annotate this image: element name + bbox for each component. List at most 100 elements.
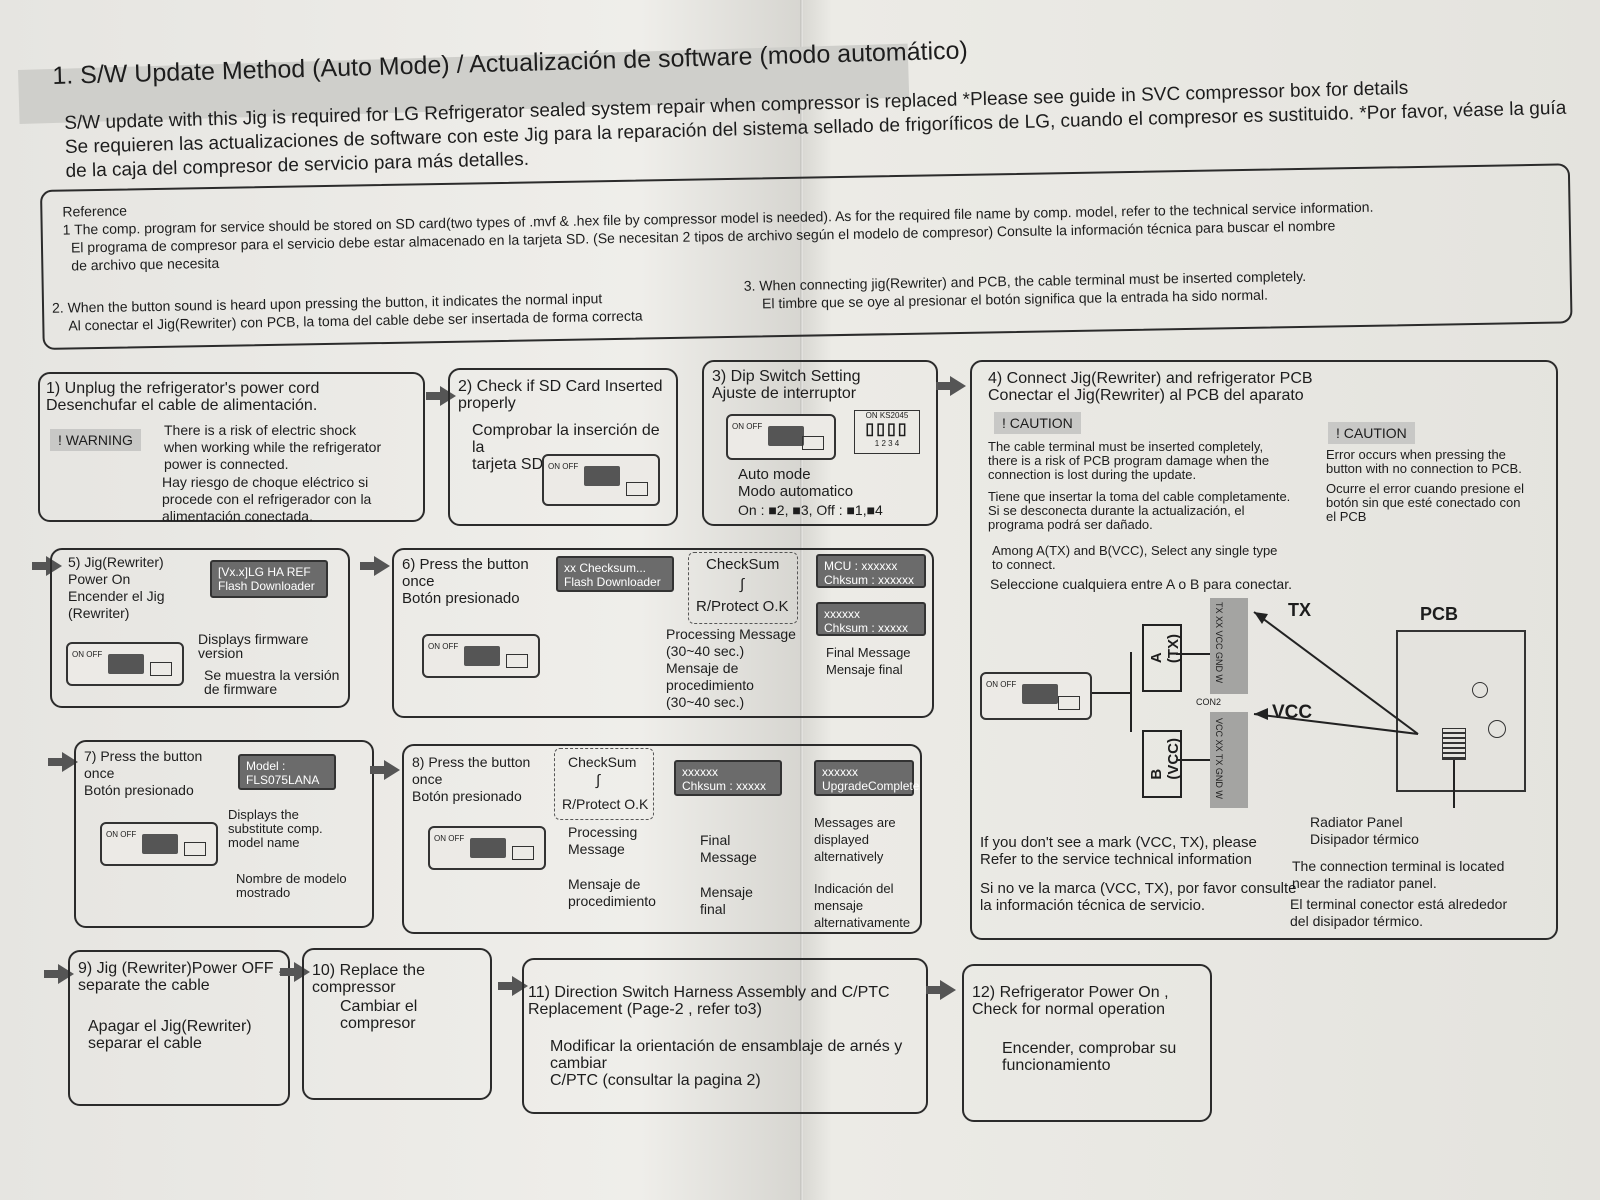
dip-switch-numbers: 1 2 3 4 <box>874 439 900 448</box>
step-6-rprotect: R/Protect O.K <box>696 598 789 615</box>
pcb-header-1-pins: TX XX VCC GND W <box>1214 602 1224 684</box>
caution-2-en: Error occurs when pressing the button wi… <box>1326 447 1522 476</box>
step-5-en: Displays firmware version <box>198 631 309 661</box>
step-3-mode: Auto mode Modo automatico <box>738 466 854 500</box>
step-5-es: Se muestra la versión de firmware <box>204 667 340 697</box>
on-off-switch-label: ON OFF <box>72 650 103 659</box>
step-6-processing: Processing Message (30~40 sec.) Mensaje … <box>666 626 796 710</box>
step-12-es: Encender, comprobar su funcionamiento <box>1002 1040 1177 1074</box>
reference-label: Reference <box>62 202 128 220</box>
pcb-board <box>1396 630 1526 792</box>
on-off-switch-label: ON OFF <box>732 422 763 431</box>
step-7-lcd: Model : FLS075LANA <box>238 754 336 790</box>
pcb-circle <box>1488 720 1506 738</box>
step-8-rprotect: R/Protect O.K <box>562 796 649 812</box>
pcb-header-2 <box>1210 712 1248 808</box>
arrow-11-12 <box>926 980 956 1000</box>
no-mark-es: Si no ve la marca (VCC, TX), por favor c… <box>980 880 1297 914</box>
step-6-lcd-3: xxxxxx Chksum : xxxxx <box>816 602 926 636</box>
step-1-warning-en: There is a risk of electric shock when w… <box>164 422 382 472</box>
on-off-switch-label: ON OFF <box>548 462 579 471</box>
pcb-label: PCB <box>1420 604 1459 624</box>
step-9-heading: 9) Jig (Rewriter)Power OFF , separate th… <box>78 960 283 994</box>
pcb-header-2-pins: VCC XX TX GND W <box>1214 718 1224 799</box>
step-7-en: Displays the substitute comp. model name <box>228 807 323 850</box>
step-8-lcd-1: xxxxxx Chksum : xxxxx <box>674 760 782 796</box>
step-8-final: Final Message <box>700 832 757 865</box>
step-8-final-es: Mensaje final <box>700 884 753 917</box>
radiator-label: Radiator Panel Disipador térmico <box>1310 814 1419 847</box>
cable-line <box>1092 692 1132 694</box>
caution-2-es: Ocurre el error cuando presione el botón… <box>1326 481 1524 524</box>
step-8-lcd-2: xxxxxx UpgradeComplete <box>814 760 919 796</box>
step-2-box: 2) Check if SD Card Inserted properly Co… <box>448 368 678 526</box>
connector-icon <box>506 654 528 668</box>
arrow-8-9 <box>44 964 74 984</box>
step-10-heading: 10) Replace the compressor <box>312 962 425 996</box>
cable-line <box>1130 652 1132 732</box>
step-7-box: 7) Press the button once Botón presionad… <box>74 740 374 928</box>
step-8-alt: Messages are displayed alternatively <box>814 815 896 864</box>
step-8-box: 8) Press the button once Botón presionad… <box>402 744 922 934</box>
step-10-es: Cambiar el compresor <box>340 998 418 1032</box>
on-off-switch-label: ON OFF <box>434 834 465 843</box>
jig-screen <box>1022 684 1058 704</box>
step-9-box: 9) Jig (Rewriter)Power OFF , separate th… <box>68 950 290 1106</box>
jig-screen <box>584 466 620 486</box>
step-9-es: Apagar el Jig(Rewriter) separar el cable <box>88 1018 252 1052</box>
paper-fold <box>800 0 803 1200</box>
con2-label: CON2 <box>1196 697 1222 707</box>
arrow-7-8 <box>370 760 400 780</box>
on-off-switch-label: ON OFF <box>986 680 1017 689</box>
step-5-lcd: [Vx.x]LG HA REF Flash Downloader <box>210 560 328 598</box>
step-6-processing-frame <box>688 552 798 624</box>
warning-badge: ! WARNING <box>50 429 141 451</box>
step-6-box: 6) Press the button once Botón presionad… <box>392 548 934 718</box>
step-6-lcd-2: MCU : xxxxxx Chksum : xxxxxx <box>816 554 926 588</box>
step-7-heading: 7) Press the button once Botón presionad… <box>84 748 203 798</box>
arrow-5-6 <box>360 556 390 576</box>
step-6-heading: 6) Press the button once Botón presionad… <box>402 556 529 607</box>
on-off-switch-label: ON OFF <box>106 830 137 839</box>
step-4-among: Among A(TX) and B(VCC), Select any singl… <box>992 543 1278 572</box>
connector-b <box>1142 730 1182 798</box>
jig-screen <box>108 654 144 674</box>
caution-1-en: The cable terminal must be inserted comp… <box>988 439 1270 482</box>
dip-switch-icon: ON KS2045 ▯▯▯▯ 1 2 3 4 <box>854 410 920 454</box>
step-8-proc: Processing Message <box>568 824 638 857</box>
jig-device: ON OFF <box>422 634 540 678</box>
arrow-3-4 <box>936 376 966 396</box>
jig-device: ON OFF <box>428 826 546 870</box>
arrow-10-11 <box>498 976 528 996</box>
terminal-en: The connection terminal is located near … <box>1292 858 1505 891</box>
step-8-processing-frame <box>554 748 654 820</box>
step-7-es: Nombre de modelo mostrado <box>236 871 347 900</box>
jig-screen <box>768 426 804 446</box>
step-1-warning-es: Hay riesgo de choque eléctrico si proced… <box>162 474 372 524</box>
tx-label: TX <box>1288 600 1312 620</box>
on-off-switch-label: ON OFF <box>428 642 459 651</box>
pcb-header-1 <box>1210 598 1248 694</box>
jig-device: ON OFF <box>66 642 184 686</box>
step-5-box: 5) Jig(Rewriter) Power On Encender el Ji… <box>50 548 350 708</box>
pcb-circle <box>1472 682 1488 698</box>
step-2-es: Comprobar la inserción de la tarjeta SD <box>472 422 660 473</box>
caution-badge-1: ! CAUTION <box>994 412 1081 434</box>
jig-screen <box>470 838 506 858</box>
step-3-setting: On : ■2, ■3, Off : ■1,■4 <box>738 502 883 518</box>
reference-1-es-2: de archivo que necesita <box>71 254 220 274</box>
jig-screen <box>464 646 500 666</box>
caution-1-es: Tiene que insertar la toma del cable com… <box>988 489 1291 532</box>
jig-device: ON OFF <box>100 822 218 866</box>
jig-device: ON OFF <box>980 672 1092 720</box>
no-mark-en: If you don't see a mark (VCC, TX), pleas… <box>980 834 1257 868</box>
jig-screen <box>142 834 178 854</box>
step-1-heading: 1) Unplug the refrigerator's power cord … <box>46 380 320 414</box>
step-8-heading: 8) Press the button once Botón presionad… <box>412 754 531 804</box>
step-4-heading: 4) Connect Jig(Rewriter) and refrigerato… <box>988 370 1313 404</box>
step-3-heading: 3) Dip Switch Setting Ajuste de interrup… <box>712 368 861 402</box>
connector-a <box>1142 624 1182 692</box>
step-11-heading: 11) Direction Switch Harness Assembly an… <box>528 984 890 1018</box>
step-5-heading: 5) Jig(Rewriter) Power On Encender el Ji… <box>68 554 165 621</box>
